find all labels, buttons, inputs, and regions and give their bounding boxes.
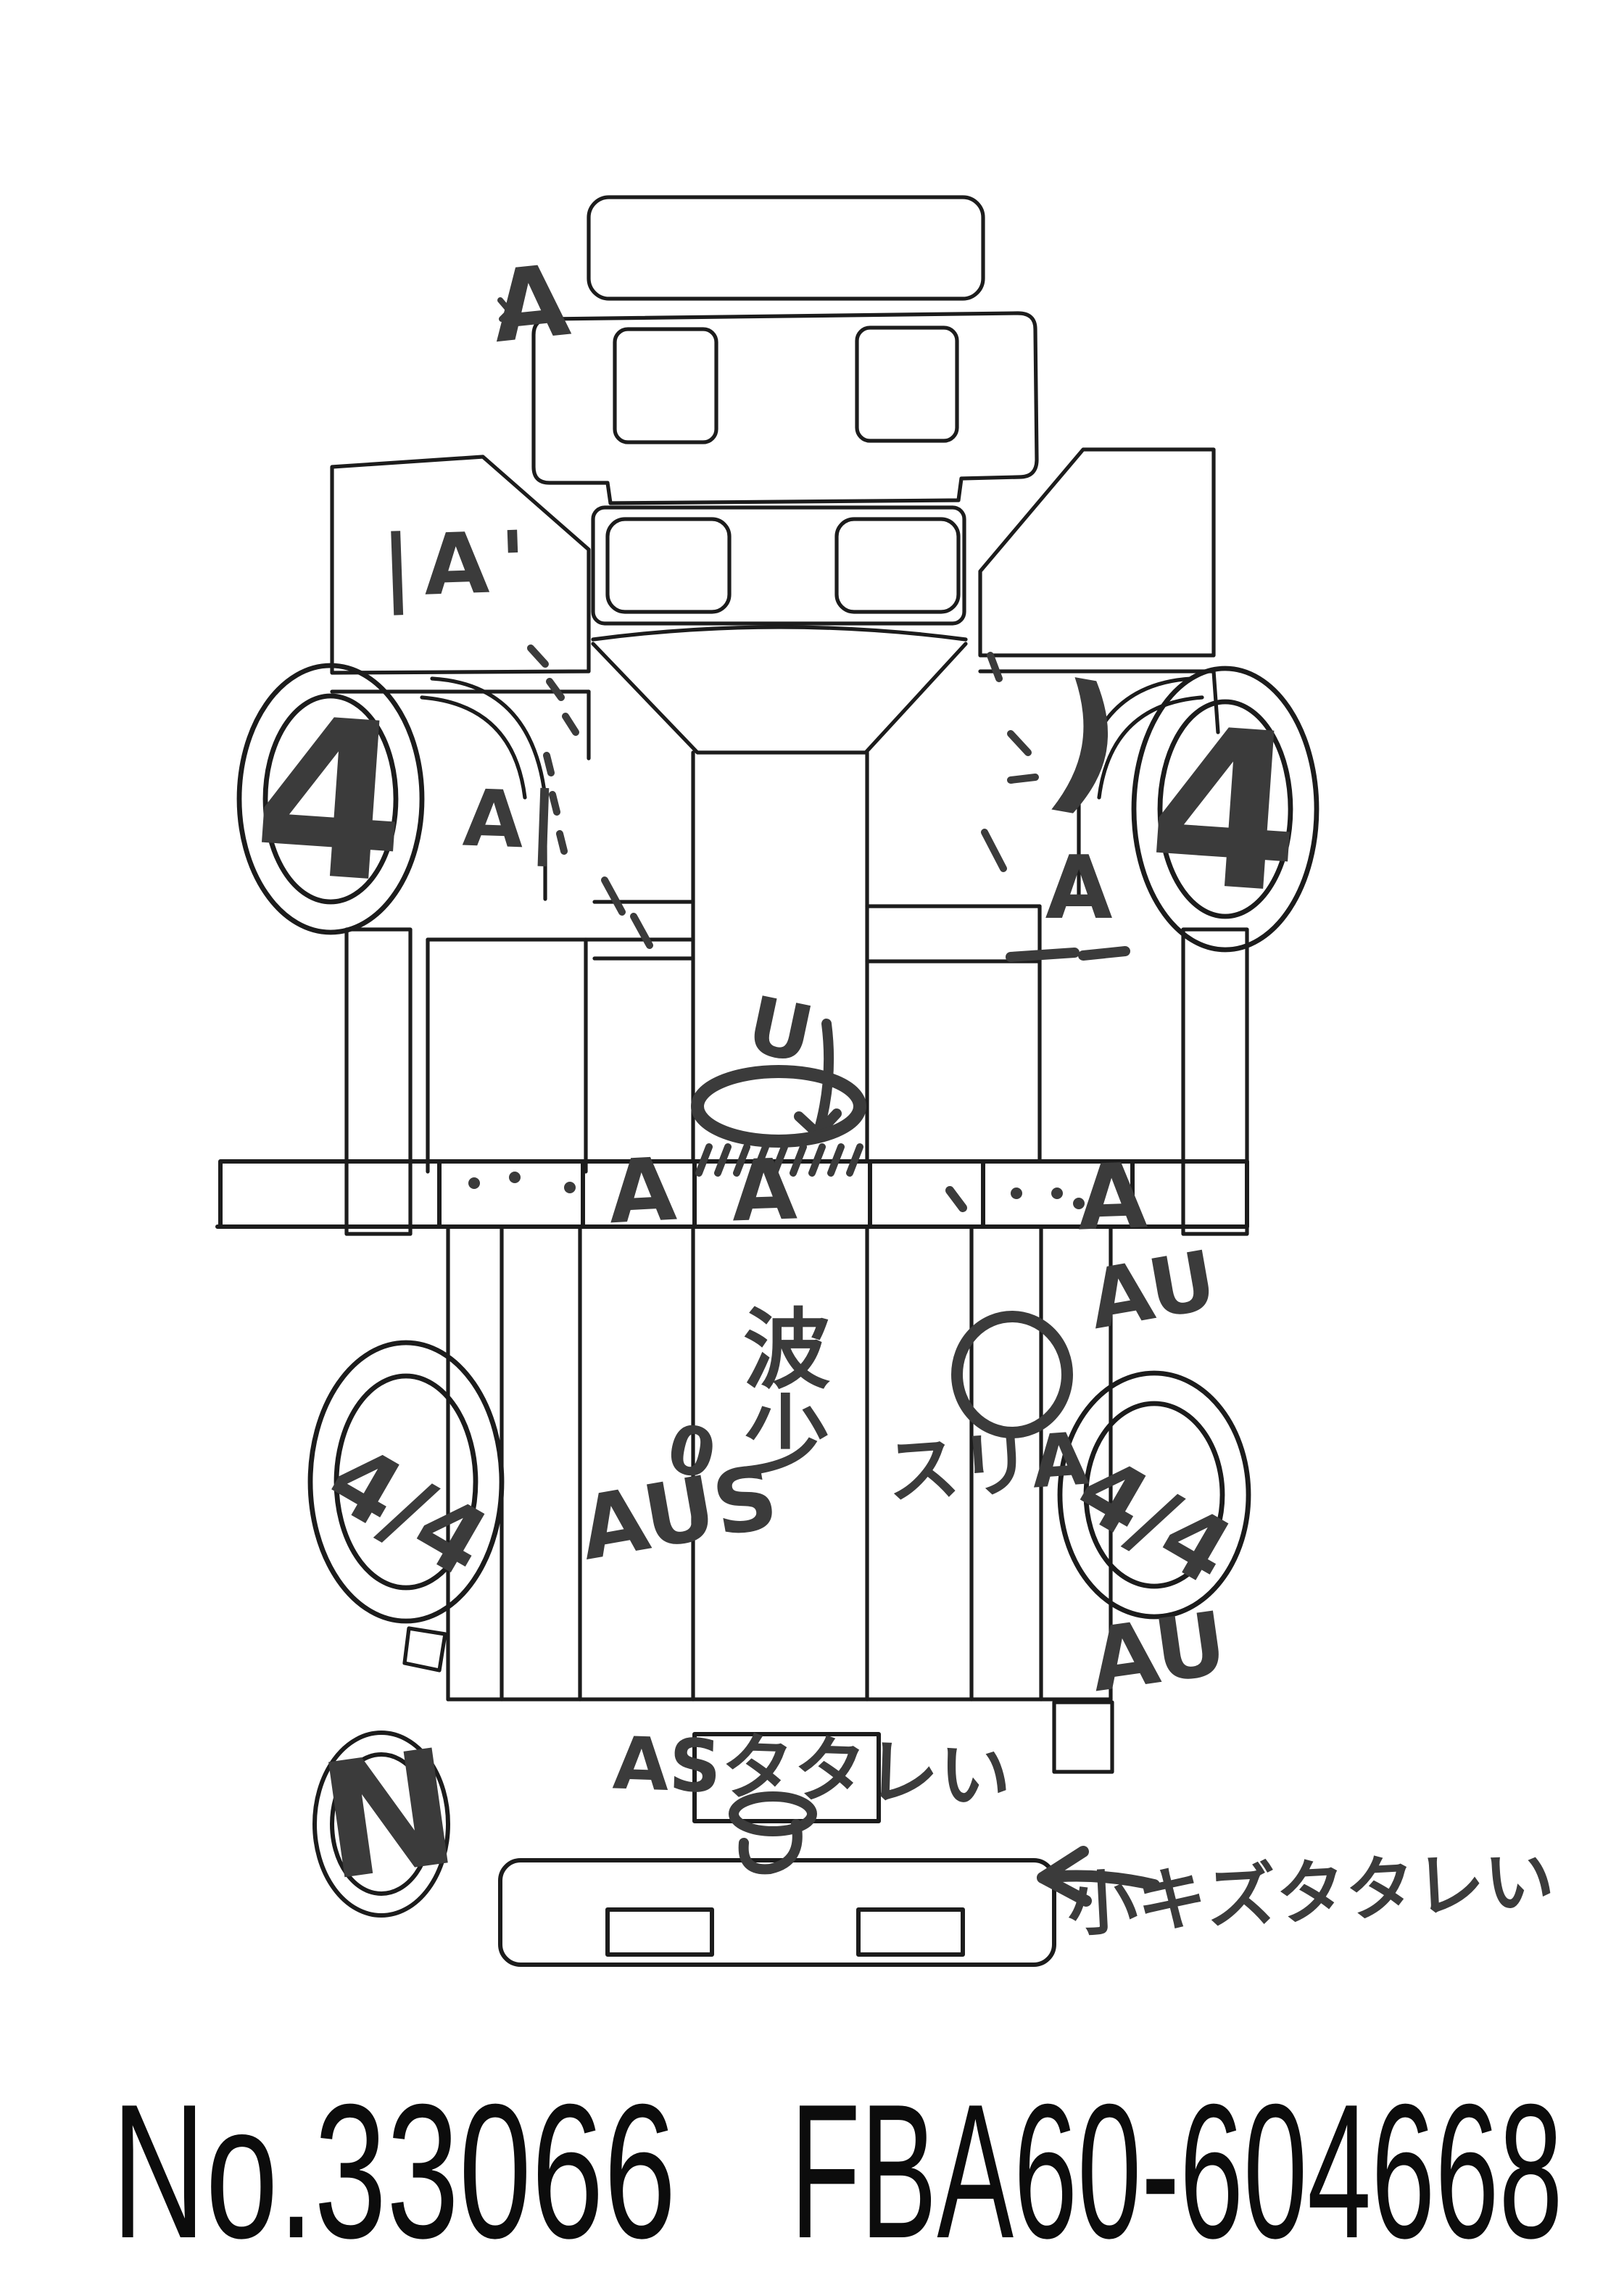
reference-code: FBA60-604668 — [790, 2065, 1563, 2278]
left-fender-arch-inner — [420, 695, 527, 800]
arrow-left-icon — [1037, 1846, 1160, 1907]
slip-a-note: スリA — [884, 1417, 1091, 1515]
front-panel — [531, 311, 1039, 505]
left-mud-flap — [402, 1626, 447, 1673]
right-door-a-mark: A — [1045, 838, 1113, 940]
spare-tire-outer — [312, 1731, 450, 1918]
front-right-wheel-outer — [1131, 666, 1320, 953]
right-fender-arch-outer — [1077, 676, 1194, 800]
band-a-center: A — [729, 1140, 799, 1241]
scratch-dashes-left-door — [527, 645, 653, 949]
door-lower-verticals — [426, 904, 1042, 1174]
rear-bumper-step-left — [605, 1907, 714, 1957]
front-right-wheel-inner — [1157, 699, 1293, 919]
rear-bumper — [498, 1858, 1056, 1967]
lot-number: No.33066 — [112, 2065, 676, 2278]
windshield-arc — [591, 625, 968, 642]
left-flap-mark: |A' — [379, 512, 540, 616]
front-bumper — [587, 195, 985, 301]
left-door-mark: A| — [461, 772, 566, 868]
tick-mark-band-right — [945, 1186, 967, 1212]
right-rocker-rail — [1181, 927, 1249, 1236]
front-right-wheel-grade: 4 — [1140, 681, 1310, 943]
drip-circle-mark — [729, 1791, 817, 1875]
cowl-vent-left — [605, 517, 732, 614]
band-a-left: A — [605, 1139, 679, 1245]
dot-marks-band-right — [1011, 1188, 1085, 1209]
hatching-marks — [695, 1143, 863, 1177]
front-left-wheel-outer — [236, 663, 425, 935]
wave-minor-note: 波少 — [728, 1304, 829, 1478]
hood-bowl — [591, 642, 968, 755]
rear-left-wheel-outer — [307, 1340, 505, 1624]
au-lower-right-mark: AU — [1084, 1593, 1233, 1713]
right-fender-arch-inner — [1097, 695, 1204, 800]
band-a-right: A — [1075, 1143, 1149, 1251]
left-fender-arch-outer — [430, 676, 547, 800]
front-left-wheel-grade: 4 — [246, 671, 415, 933]
cowl-panel — [591, 505, 966, 626]
as-panel-note: ASタタレい — [611, 1721, 1013, 1820]
rear-bumper-step-right — [856, 1907, 965, 1957]
thick-underline-mark — [1006, 946, 1130, 962]
rear-right-wheel-inner — [1083, 1401, 1225, 1589]
left-door-lower-lines — [426, 900, 695, 961]
headlight-right — [855, 326, 959, 443]
rear-right-wheel-outer — [1057, 1370, 1251, 1620]
left-door-flap — [330, 455, 591, 675]
left-rocker-rail — [344, 927, 413, 1236]
scratch-dashes-right-door — [981, 652, 1039, 872]
spare-tire-n-mark: N — [310, 1714, 468, 1917]
crossband-dividers — [437, 1159, 1135, 1229]
right-door-flap — [978, 447, 1216, 658]
x-mark-front-panel — [497, 297, 521, 323]
cab-rear-crossband — [215, 1159, 1249, 1229]
damage-circle-floor — [691, 1065, 866, 1148]
front-panel-a-mark: A — [486, 244, 575, 367]
rear-gate-panel — [692, 1732, 881, 1823]
damage-circle-bedside — [951, 1311, 1073, 1438]
right-rear-corner-post — [1052, 1700, 1114, 1774]
rear-left-wheel-inner — [334, 1373, 478, 1591]
front-left-wheel-inner — [262, 693, 399, 905]
spare-tire-inner — [330, 1752, 433, 1896]
cowl-vent-right — [834, 517, 961, 614]
au-upper-right-mark: AU — [1082, 1233, 1223, 1349]
headlight-left — [613, 327, 718, 444]
dot-marks-band-left — [468, 1172, 576, 1193]
